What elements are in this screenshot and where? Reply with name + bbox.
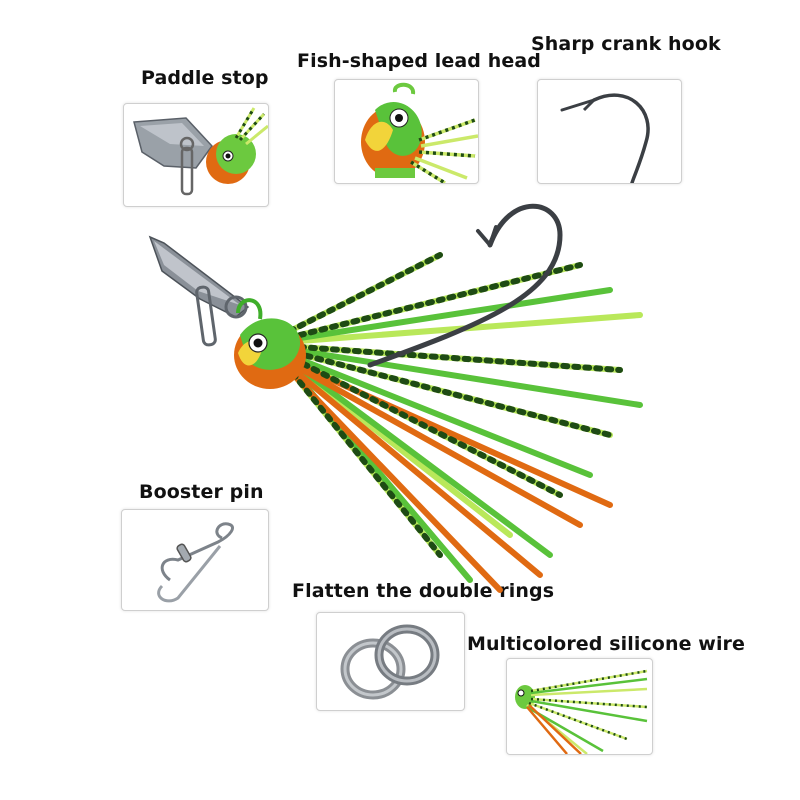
thumb-booster-pin: [121, 509, 269, 611]
paddle-stop-image: [133, 107, 268, 196]
thumb-paddle-stop: [123, 103, 269, 207]
booster-pin-image: [157, 522, 234, 603]
thumb-silicone-wire: [506, 658, 653, 755]
label-double-rings: Flatten the double rings: [292, 580, 555, 602]
chatterbait-lure-image: [140, 195, 750, 615]
label-fish-head: Fish-shaped lead head: [297, 50, 541, 72]
double-rings-image: [340, 624, 440, 700]
thumb-double-rings: [316, 612, 465, 711]
thumb-fish-head: [334, 79, 479, 184]
fish-head-image: [361, 82, 478, 183]
thumb-crank-hook: [537, 79, 682, 184]
crank-hook-image: [560, 93, 650, 183]
label-booster-pin: Booster pin: [139, 481, 264, 503]
label-crank-hook: Sharp crank hook: [531, 33, 721, 55]
label-paddle-stop: Paddle stop: [141, 67, 269, 89]
silicone-wire-image: [515, 669, 648, 754]
label-silicone-wire: Multicolored silicone wire: [467, 633, 746, 655]
